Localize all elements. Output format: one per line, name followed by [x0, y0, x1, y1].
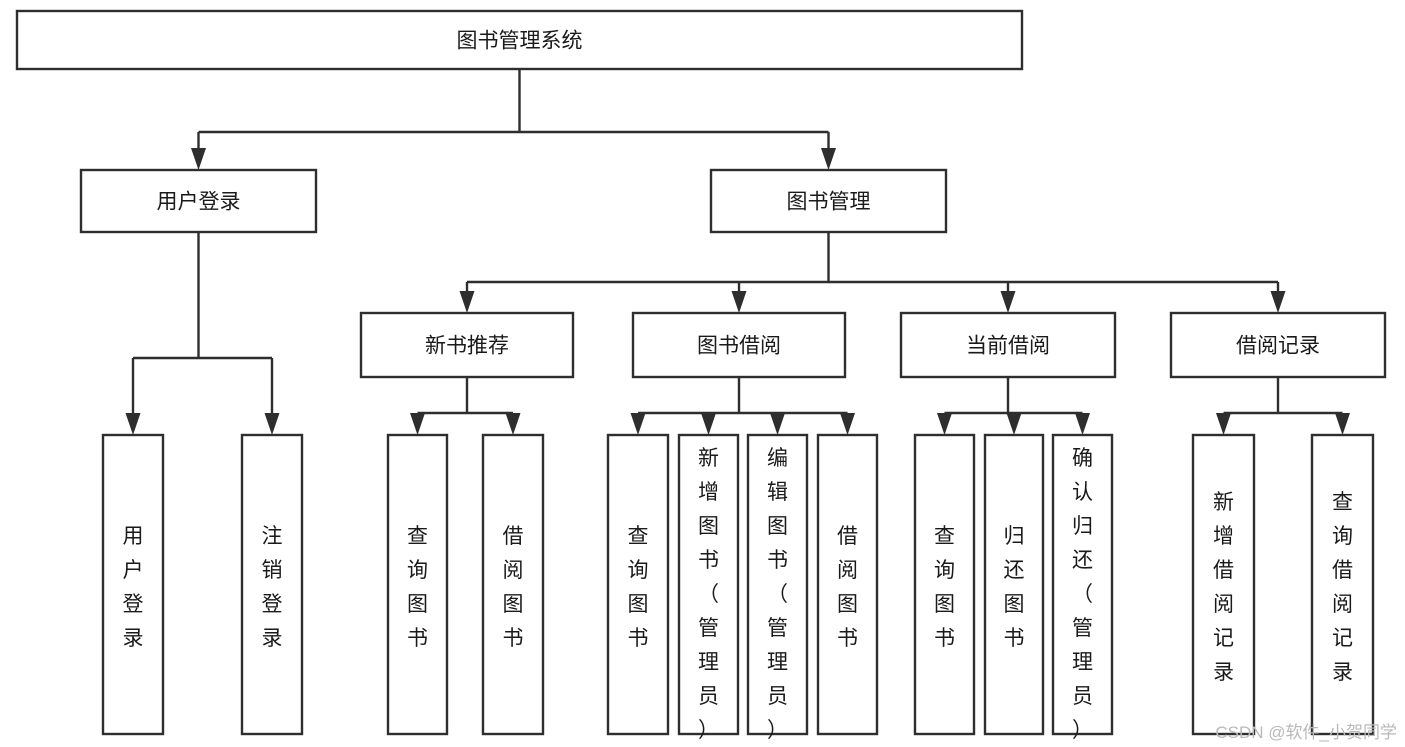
node-label: 确认归还（管理员）: [1072, 447, 1093, 742]
connector-layer: [125, 69, 1350, 435]
node-label: 查询图书: [934, 525, 955, 650]
node-label: 查询借阅记录: [1332, 491, 1353, 684]
node-box: [1191, 433, 1256, 736]
node-l3-newbook[interactable]: 新书推荐: [359, 311, 575, 379]
node-leaf-b-query[interactable]: 查询图书: [606, 433, 670, 736]
node-l3-borrow[interactable]: 图书借阅: [631, 311, 847, 379]
node-label: 查询图书: [628, 525, 649, 650]
node-label: 新增图书（管理员）: [698, 447, 719, 742]
node-label: 新增借阅记录: [1213, 491, 1234, 684]
node-label: 查询图书: [407, 525, 428, 650]
node-box: [15, 9, 1024, 71]
node-leaf-r-query[interactable]: 查询借阅记录: [1310, 433, 1375, 736]
node-l2-book[interactable]: 图书管理: [709, 168, 948, 234]
node-box: [1051, 433, 1114, 736]
node-label: 当前借阅: [966, 335, 1050, 358]
node-box: [79, 168, 318, 234]
node-box: [983, 433, 1045, 736]
node-box: [631, 311, 847, 379]
node-label: 归还图书: [1004, 525, 1025, 650]
node-leaf-b-borrow[interactable]: 借阅图书: [816, 433, 879, 736]
node-l3-current[interactable]: 当前借阅: [899, 311, 1117, 379]
node-box: [359, 311, 575, 379]
node-box: [481, 433, 545, 736]
node-box: [709, 168, 948, 234]
node-layer: 图书管理系统用户登录图书管理新书推荐图书借阅当前借阅借阅记录用户登录注销登录查询…: [15, 9, 1387, 742]
node-label: 用户登录: [123, 525, 144, 650]
node-leaf-user-logout[interactable]: 注销登录: [240, 433, 304, 736]
node-leaf-user-login[interactable]: 用户登录: [101, 433, 165, 736]
node-box: [1169, 311, 1387, 379]
node-leaf-new-borrow[interactable]: 借阅图书: [481, 433, 545, 736]
node-leaf-b-edit[interactable]: 编辑图书（管理员）: [746, 433, 809, 742]
node-box: [1310, 433, 1375, 736]
node-box: [913, 433, 976, 736]
node-label: 借阅记录: [1236, 335, 1320, 358]
node-label: 图书管理系统: [457, 30, 583, 53]
node-leaf-r-add[interactable]: 新增借阅记录: [1191, 433, 1256, 736]
node-box: [101, 433, 165, 736]
node-leaf-c-confirm[interactable]: 确认归还（管理员）: [1051, 433, 1114, 742]
node-label: 用户登录: [157, 191, 241, 214]
node-l2-user[interactable]: 用户登录: [79, 168, 318, 234]
node-label: 注销登录: [262, 525, 283, 650]
node-leaf-c-return[interactable]: 归还图书: [983, 433, 1045, 736]
node-box: [240, 433, 304, 736]
csdn-watermark: CSDN @软件_小贺同学: [1215, 723, 1397, 742]
node-leaf-b-add[interactable]: 新增图书（管理员）: [677, 433, 740, 742]
node-box: [816, 433, 879, 736]
node-label: 借阅图书: [503, 525, 524, 650]
node-leaf-new-query[interactable]: 查询图书: [386, 433, 449, 736]
node-label: 新书推荐: [425, 335, 509, 358]
node-l3-record[interactable]: 借阅记录: [1169, 311, 1387, 379]
node-box: [746, 433, 809, 736]
node-label: 借阅图书: [837, 525, 858, 650]
node-label: 编辑图书（管理员）: [767, 447, 788, 742]
node-box: [899, 311, 1117, 379]
node-leaf-c-query[interactable]: 查询图书: [913, 433, 976, 736]
node-box: [606, 433, 670, 736]
node-label: 图书借阅: [697, 335, 781, 358]
node-box: [677, 433, 740, 736]
node-label: 图书管理: [787, 191, 871, 214]
node-box: [386, 433, 449, 736]
node-root[interactable]: 图书管理系统: [15, 9, 1024, 71]
